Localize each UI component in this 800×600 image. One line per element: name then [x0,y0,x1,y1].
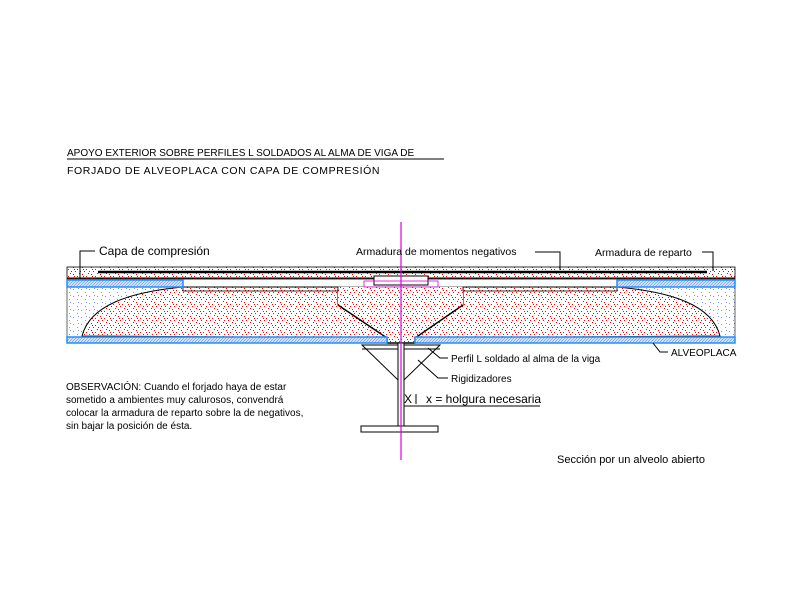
angle-right [403,344,442,382]
observacion-line: sin bajar la posición de ésta. [66,421,192,432]
label-holgura: x = holgura necesaria [426,392,541,406]
observacion-line: colocar la armadura de reparto sobre la … [66,408,303,419]
top-strip-right [616,279,736,288]
label-alveoplaca: ALVEOPLACA [671,348,737,359]
label-armadura-negativos: Armadura de momentos negativos [356,246,517,258]
beam-flange [360,425,439,433]
observacion-line: sometido a ambientes muy calurosos, conv… [66,395,284,406]
angle-left [360,344,399,382]
title-line1: APOYO EXTERIOR SOBRE PERFILES L SOLDADOS… [67,148,414,159]
label-armadura-reparto: Armadura de reparto [595,247,692,259]
leader-negativos [535,251,561,270]
leader-capa [79,250,95,278]
label-capa: Capa de compresión [99,244,210,258]
label-seccion: Sección por un alveolo abierto [557,454,705,466]
right-plate [462,286,618,292]
title-line2: FORJADO DE ALVEOPLACA CON CAPA DE COMPRE… [67,164,380,177]
x-mark: X [404,392,412,406]
leader-rigidizadores [417,359,448,379]
label-perfil: Perfil L soldado al alma de la viga [451,354,601,365]
observacion-line: OBSERVACIÓN: Cuando el forjado haya de e… [66,380,287,393]
bottom-strip-right [414,336,736,344]
bottom-strip-left [66,336,388,344]
leader-alveoplaca [652,342,668,353]
left-plate [182,286,339,292]
leader-reparto [702,251,714,271]
top-strip-left [66,279,184,288]
label-rigidizadores: Rigidizadores [451,374,512,385]
leader-perfil [427,347,448,359]
